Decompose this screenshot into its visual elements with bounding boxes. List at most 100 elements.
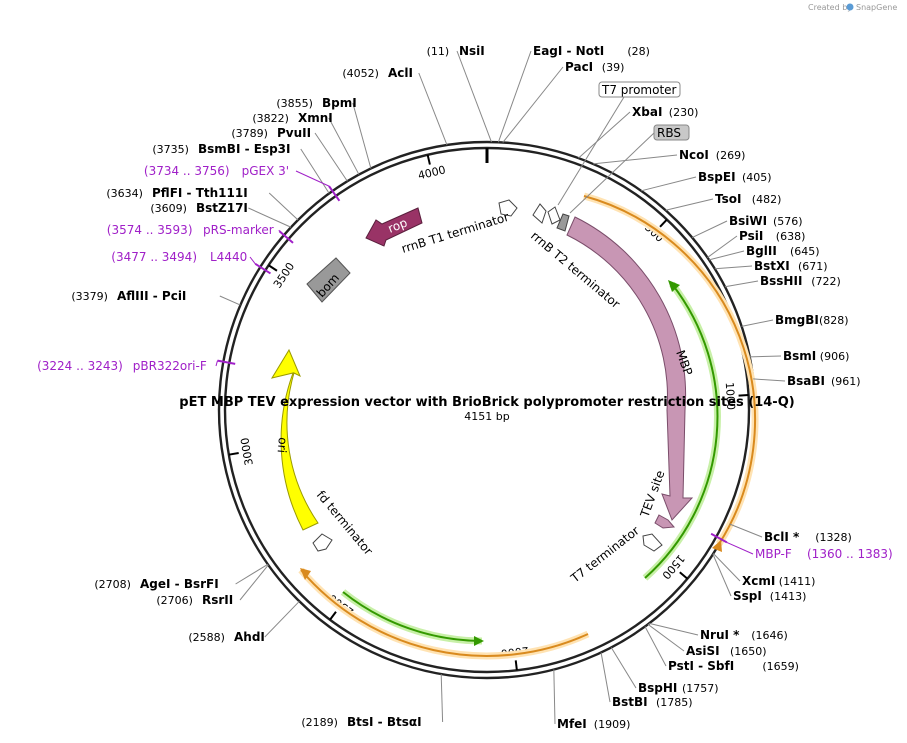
site-position: (1909) <box>594 718 631 731</box>
site-position: (2588) <box>188 631 225 644</box>
t7-promoter-box-label: T7 promoter <box>601 83 677 97</box>
site-name: BssHII <box>760 274 802 288</box>
site-leader <box>753 378 786 382</box>
site-leader <box>708 250 745 261</box>
site-leader <box>219 295 241 306</box>
site-name: BmgBI <box>775 313 819 327</box>
primer-range: (1360 .. 1383) <box>807 547 893 561</box>
credit-brand: SnapGene <box>856 3 897 12</box>
site-leader <box>456 50 492 143</box>
site-name: EagI - NotI <box>533 44 604 58</box>
site-position: (11) <box>427 45 450 58</box>
site-leader <box>691 220 728 239</box>
primer-range: (3574 .. 3593) <box>107 223 193 237</box>
site-name: BspHI <box>638 681 677 695</box>
site-position: (645) <box>790 245 820 258</box>
site-name: PvuII <box>277 126 311 140</box>
primer-name: MBP-F <box>755 547 792 561</box>
site-name: NruI * <box>700 628 740 642</box>
site-leader <box>300 148 330 194</box>
site-name: PstI - SbfI <box>668 659 734 673</box>
site-name: SspI <box>733 589 762 603</box>
site-leader <box>328 117 360 175</box>
site-name: MfeI <box>557 717 587 731</box>
site-name: AflIII - PciI <box>117 289 186 303</box>
site-name: BsiWI <box>729 214 767 228</box>
site-leader <box>497 50 532 143</box>
bom-feature <box>306 257 351 303</box>
site-leader <box>647 623 685 652</box>
site-position: (28) <box>627 45 650 58</box>
site-position: (3789) <box>231 127 268 140</box>
tick-mark <box>679 571 689 580</box>
site-name: BsmBI - Esp3I <box>198 142 290 156</box>
site-position: (828) <box>819 314 849 327</box>
site-name: RsrII <box>202 593 233 607</box>
site-leader <box>235 563 269 585</box>
site-name: PsiI <box>739 229 763 243</box>
orange-arc-bottom-halo <box>298 567 590 660</box>
tick-label: 1000 <box>723 382 738 411</box>
tick-mark <box>659 218 668 228</box>
site-leader <box>644 626 667 667</box>
site-position: (3609) <box>150 202 187 215</box>
site-leader <box>724 280 759 288</box>
site-position: (39) <box>602 61 625 74</box>
orange-arc-right-head <box>712 540 722 552</box>
site-leader <box>593 154 678 165</box>
t7-terminator-label: T7 terminator <box>567 523 642 586</box>
t7-promoter-feature <box>532 203 547 224</box>
site-position: (1413) <box>770 590 807 603</box>
green-arc-bottom-halo <box>340 589 483 645</box>
primer-bar <box>254 262 272 275</box>
site-position: (2708) <box>94 578 131 591</box>
site-name: BglII <box>746 244 777 258</box>
site-position: (3855) <box>276 97 313 110</box>
site-leader <box>418 72 448 146</box>
site-position: (482) <box>752 193 782 206</box>
orange-arc-bottom-head <box>300 568 311 580</box>
t7-promoter-leader <box>557 96 625 206</box>
rbs-box <box>653 124 690 141</box>
primer-bar <box>278 230 294 244</box>
rbs-feature <box>556 213 570 232</box>
site-leader <box>649 622 699 636</box>
site-position: (576) <box>773 215 803 228</box>
primer-leader <box>726 541 754 555</box>
fd-terminator-feature <box>312 533 333 552</box>
site-leader <box>352 102 372 169</box>
site-leader <box>502 66 564 143</box>
primer-bar <box>710 532 728 544</box>
site-position: (2706) <box>156 594 193 607</box>
primer-leader <box>215 360 218 367</box>
orange-arc-bottom <box>300 569 589 657</box>
site-position: (230) <box>669 106 699 119</box>
primer-name: pGEX 3' <box>242 164 289 178</box>
site-position: (3735) <box>152 143 189 156</box>
site-position: (1646) <box>751 629 788 642</box>
ori-label: ori <box>275 437 290 454</box>
tick-label: 3500 <box>271 260 297 291</box>
site-leader <box>314 132 348 182</box>
site-position: (4052) <box>342 67 379 80</box>
site-leader <box>749 355 782 358</box>
site-name: BclI * <box>764 530 800 544</box>
primer-range: (3734 .. 3756) <box>144 164 230 178</box>
site-leader <box>741 319 774 327</box>
site-position: (961) <box>831 375 861 388</box>
site-leader <box>578 111 631 159</box>
green-arc-bottom <box>342 591 483 642</box>
credit-text: Created by <box>808 3 852 12</box>
site-name: XcmI <box>742 574 775 588</box>
site-position: (638) <box>776 230 806 243</box>
primer-range: (3477 .. 3494) <box>111 250 197 264</box>
site-leader <box>665 198 714 211</box>
rrnb-t2-feature <box>547 206 561 225</box>
site-name: BstXI <box>754 259 790 273</box>
site-name: TsoI <box>715 192 741 206</box>
site-name: AhdI <box>234 630 265 644</box>
green-arc-bottom-head <box>474 636 484 646</box>
primer-bar <box>328 185 341 202</box>
primer-leader <box>249 256 256 265</box>
